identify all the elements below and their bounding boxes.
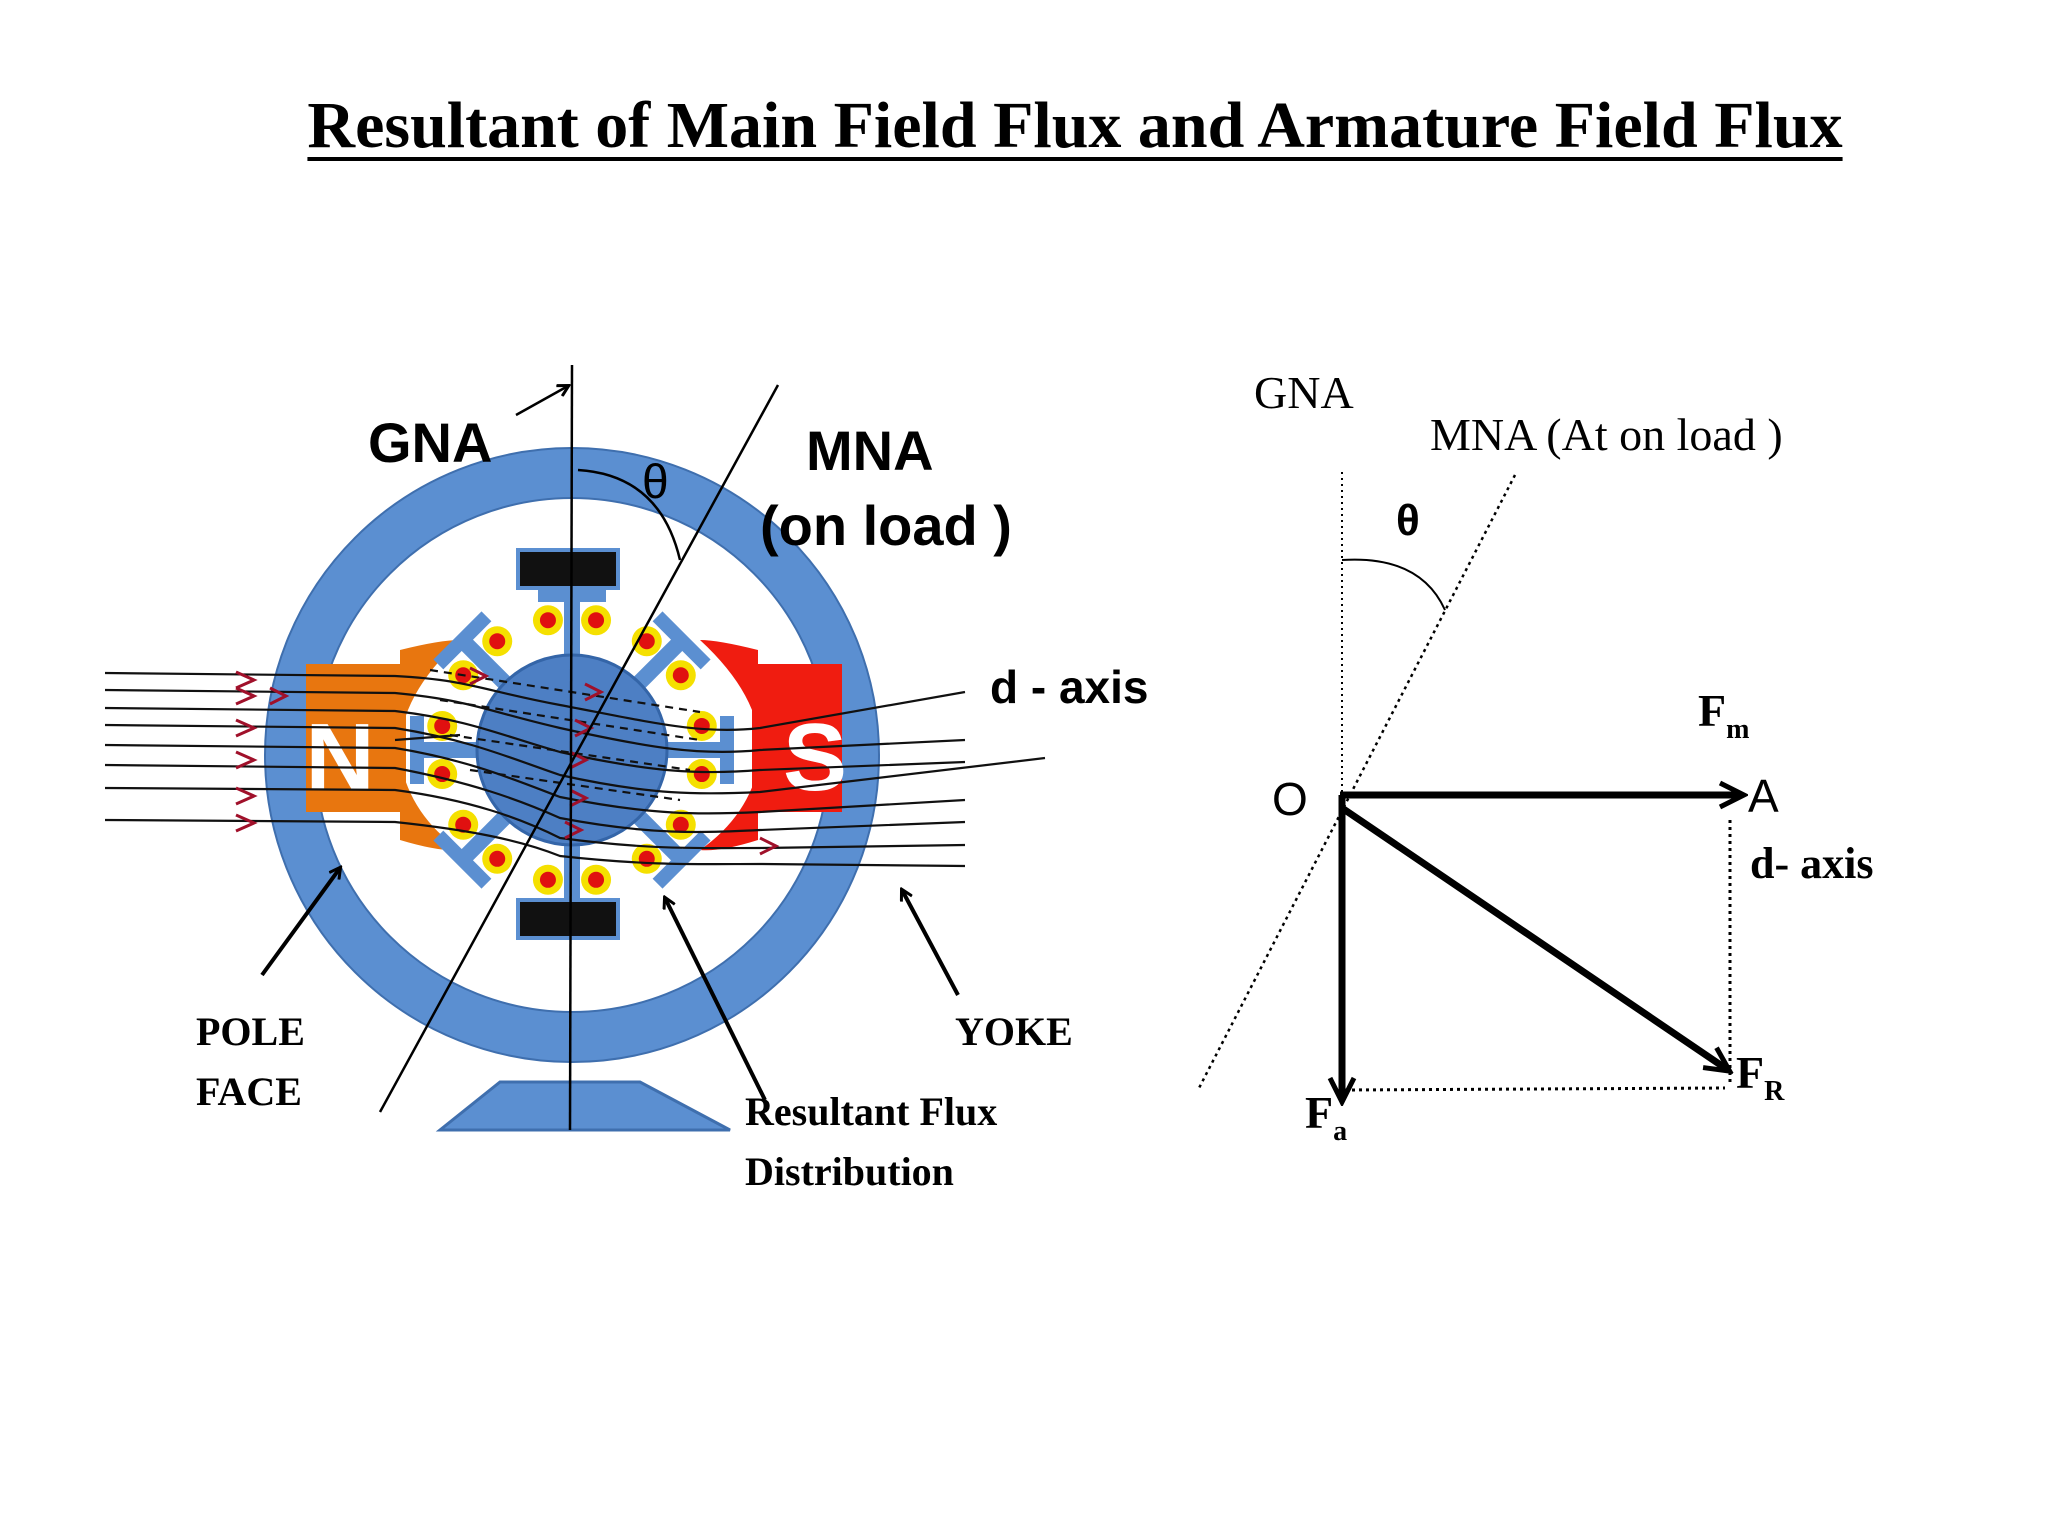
conductor-core xyxy=(489,633,506,650)
phasor-diagram: GNA MNA (At on load ) θ O A Fm d- axis F… xyxy=(1196,367,1873,1147)
conductor-core xyxy=(539,612,556,629)
phasor-mna-line xyxy=(1196,474,1517,1091)
resultant-flux-label-line1: Resultant Flux xyxy=(745,1089,997,1134)
dc-machine-diagram: N S xyxy=(104,364,1149,1194)
north-pole-label: N xyxy=(305,704,374,811)
phasor-mna-label: MNA (At on load ) xyxy=(1430,409,1783,460)
phasor-gna-label: GNA xyxy=(1254,367,1354,418)
conductor-core xyxy=(672,667,689,684)
conductor-core xyxy=(489,850,506,867)
top-brush xyxy=(516,548,620,590)
conductor-core xyxy=(672,816,689,833)
fr-vector xyxy=(1340,805,1728,1070)
phasor-o-label: O xyxy=(1272,773,1308,825)
mna-axis-line xyxy=(378,384,780,1113)
north-pole: N xyxy=(305,640,460,851)
conductor-core xyxy=(588,871,605,888)
pole-face-label-line2: FACE xyxy=(196,1069,302,1114)
fa-label: Fa xyxy=(1305,1087,1347,1147)
armature-spoke-head xyxy=(433,830,492,889)
conductor-core xyxy=(693,717,710,734)
flux-lines xyxy=(104,668,1046,868)
theta-label: θ xyxy=(642,456,669,509)
conductor-core xyxy=(693,766,710,783)
gna-label: GNA xyxy=(368,411,492,474)
conductor-core xyxy=(638,850,655,867)
page-title: Resultant of Main Field Flux and Armatur… xyxy=(307,89,1843,162)
resultant-flux-label-line2: Distribution xyxy=(745,1149,954,1194)
conductor-core xyxy=(539,871,556,888)
d-axis-label: d - axis xyxy=(990,661,1149,713)
south-pole: S xyxy=(700,640,847,851)
mna-label-line2: (on load ) xyxy=(760,494,1012,557)
conductor-core xyxy=(588,612,605,629)
bottom-brush xyxy=(516,898,620,940)
mna-label-line1: MNA xyxy=(806,419,934,482)
armature-spoke-head xyxy=(652,830,711,889)
phasor-theta-label: θ xyxy=(1396,496,1420,545)
phasor-a-label: A xyxy=(1748,770,1779,822)
armature-spoke-head xyxy=(652,611,711,670)
fm-label: Fm xyxy=(1698,685,1749,745)
conductor-core xyxy=(638,633,655,650)
phasor-d-axis-label: d- axis xyxy=(1750,839,1873,888)
yoke-label: YOKE xyxy=(955,1009,1073,1054)
theta-arc xyxy=(577,468,682,561)
machine-base xyxy=(435,1080,731,1132)
armature-spoke-head xyxy=(433,611,492,670)
conductor-core xyxy=(434,717,451,734)
gna-axis-line xyxy=(568,364,574,1131)
south-pole-label: S xyxy=(783,704,847,811)
fr-label: FR xyxy=(1736,1047,1785,1107)
conductor-core xyxy=(455,816,472,833)
pole-face-label-line1: POLE xyxy=(196,1009,305,1054)
phasor-theta-arc xyxy=(1341,558,1446,611)
